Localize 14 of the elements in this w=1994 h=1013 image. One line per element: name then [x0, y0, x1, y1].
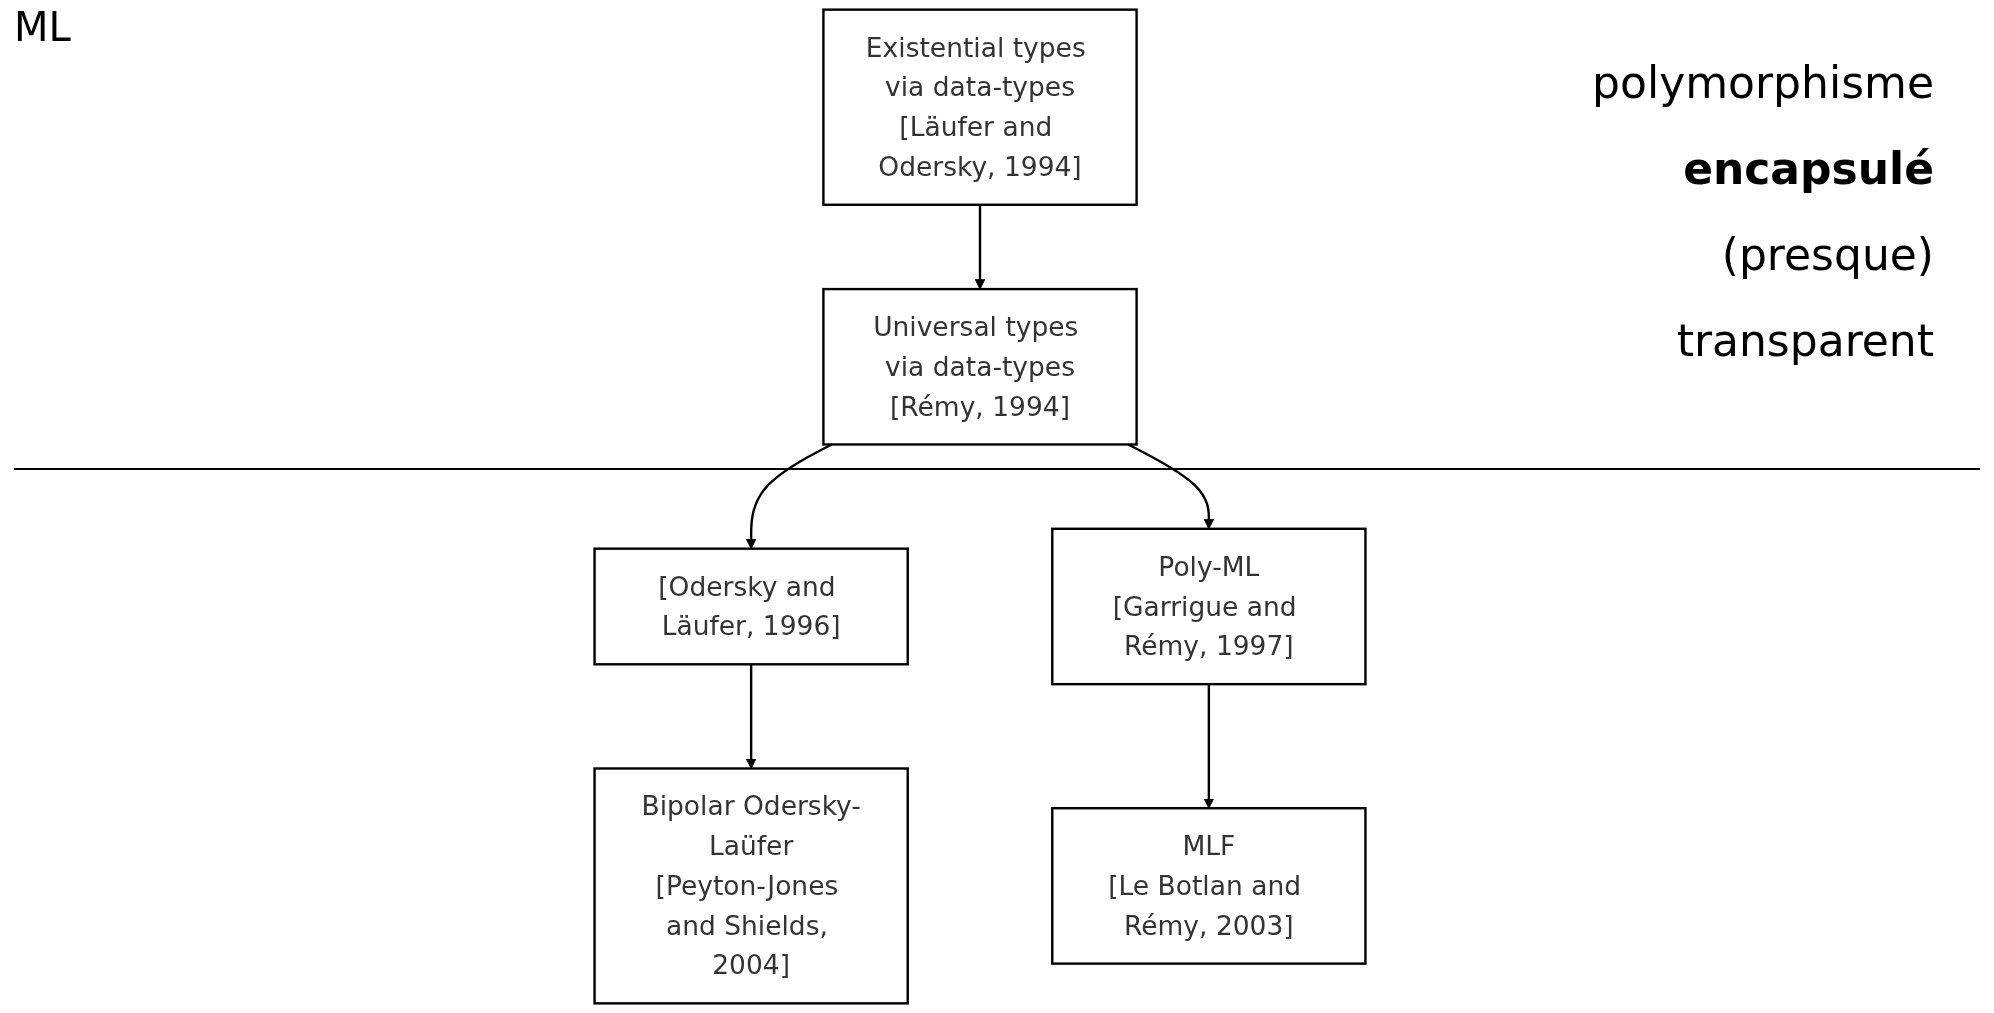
arrow [1203, 684, 1215, 809]
side-note: (presque) [1720, 228, 1934, 282]
node-box: Universal types via data-types [Rémy, 1994] [822, 287, 1138, 446]
node-box: Bipolar Odersky-Laüfer [Peyton-Jones and Shields, 2004] [593, 767, 909, 1005]
side-note: transparent [1675, 314, 1934, 368]
node-box: Poly-ML [Garrigue and Rémy, 1997] [1051, 527, 1367, 686]
corner-label: ML [14, 4, 71, 50]
arrow [974, 204, 986, 290]
side-note: polymorphisme [1592, 56, 1934, 110]
node-box: [Odersky and Läufer, 1996] [593, 547, 909, 666]
side-note: encapsulé [1682, 142, 1934, 196]
node-box: Existential types via data-types [Läufer and Odersky, 1994] [822, 8, 1138, 206]
arrow [745, 664, 757, 769]
node-box: MLF [Le Botlan and Rémy, 2003] [1051, 807, 1367, 965]
